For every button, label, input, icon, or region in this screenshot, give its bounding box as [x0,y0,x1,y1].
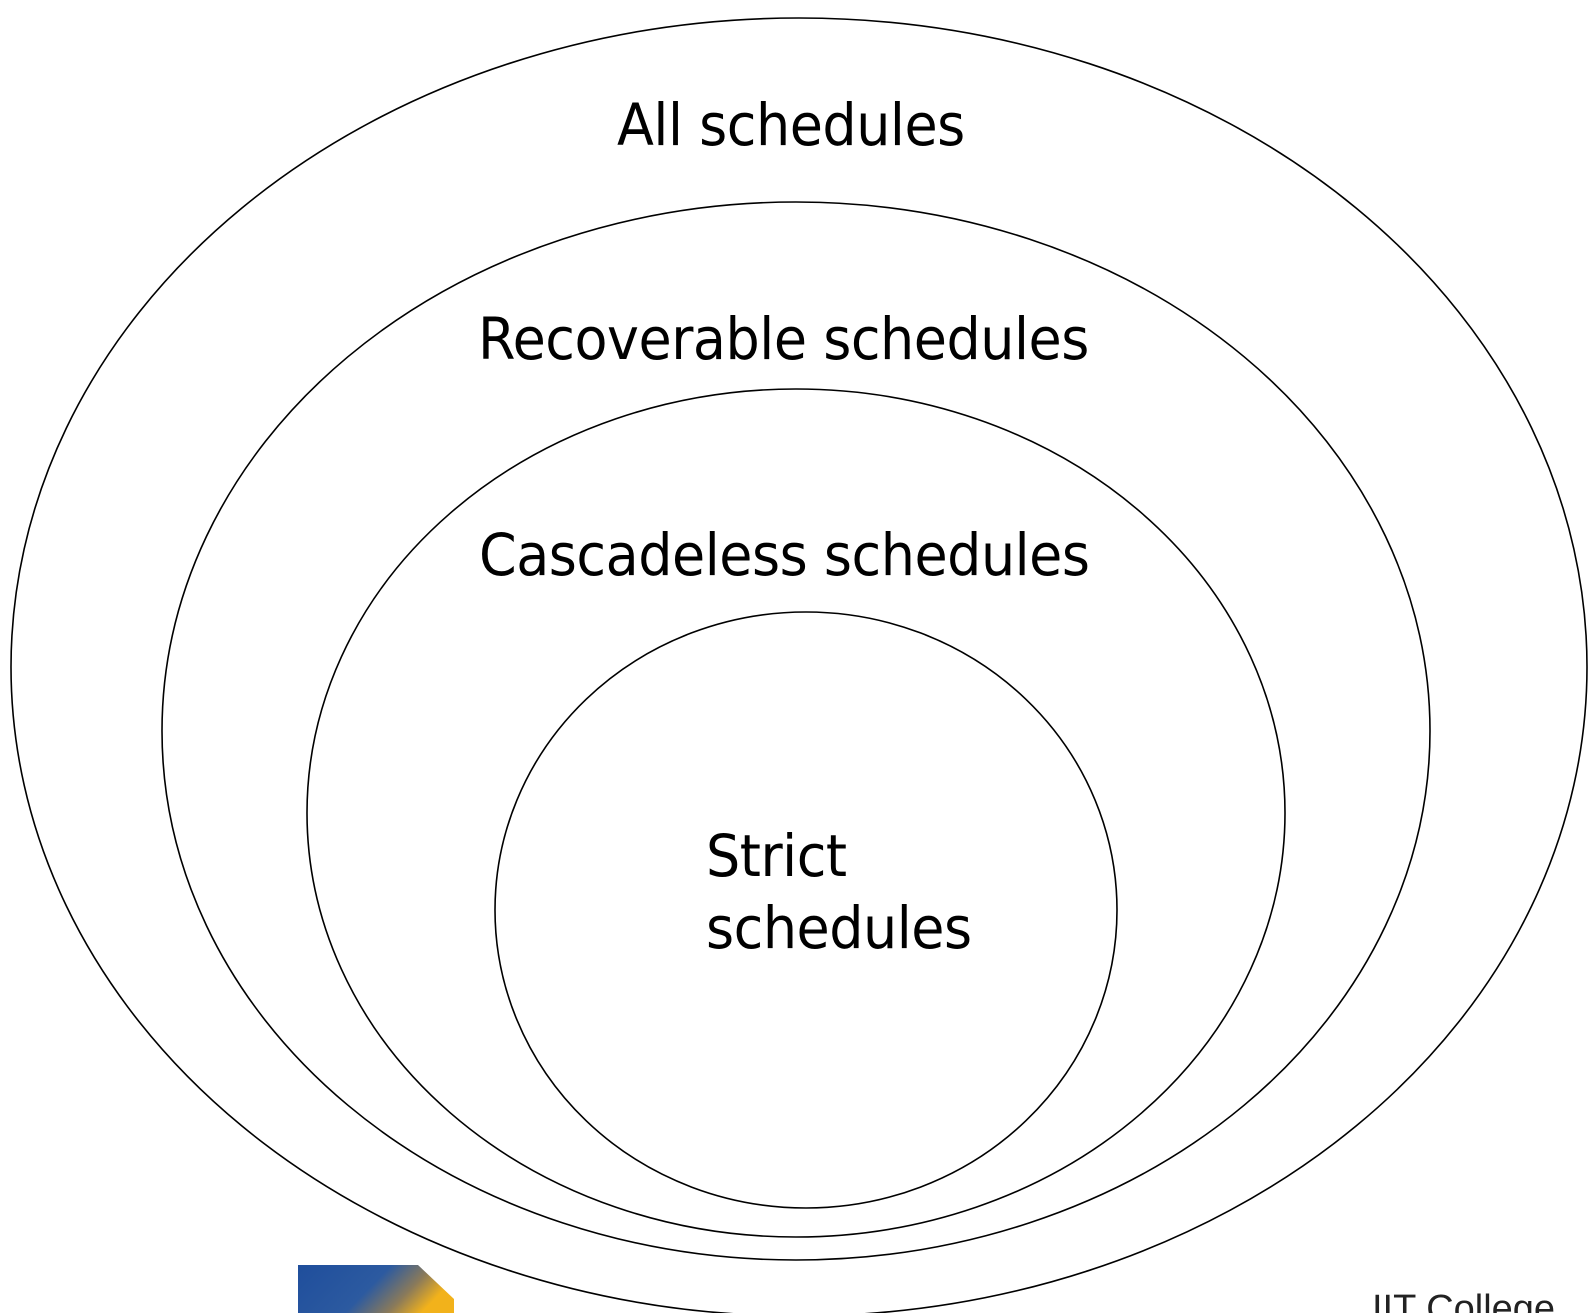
recoverable-schedules-ellipse [161,201,1431,1261]
all-schedules-ellipse [10,17,1588,1313]
strict-schedules-label: Strict schedules [706,820,972,964]
logo-mark-icon [298,1265,454,1313]
all-schedules-label: All schedules [617,91,965,159]
college-logo [298,1265,454,1313]
strict-label-line-2: schedules [706,894,972,962]
strict-label-line-1: Strict [706,822,847,890]
cascadeless-schedules-ellipse [306,388,1286,1238]
recoverable-schedules-label: Recoverable schedules [478,305,1089,373]
strict-schedules-ellipse [494,611,1118,1209]
cascadeless-schedules-label: Cascadeless schedules [479,521,1090,589]
footer-college-name: IIT College [1372,1288,1556,1313]
